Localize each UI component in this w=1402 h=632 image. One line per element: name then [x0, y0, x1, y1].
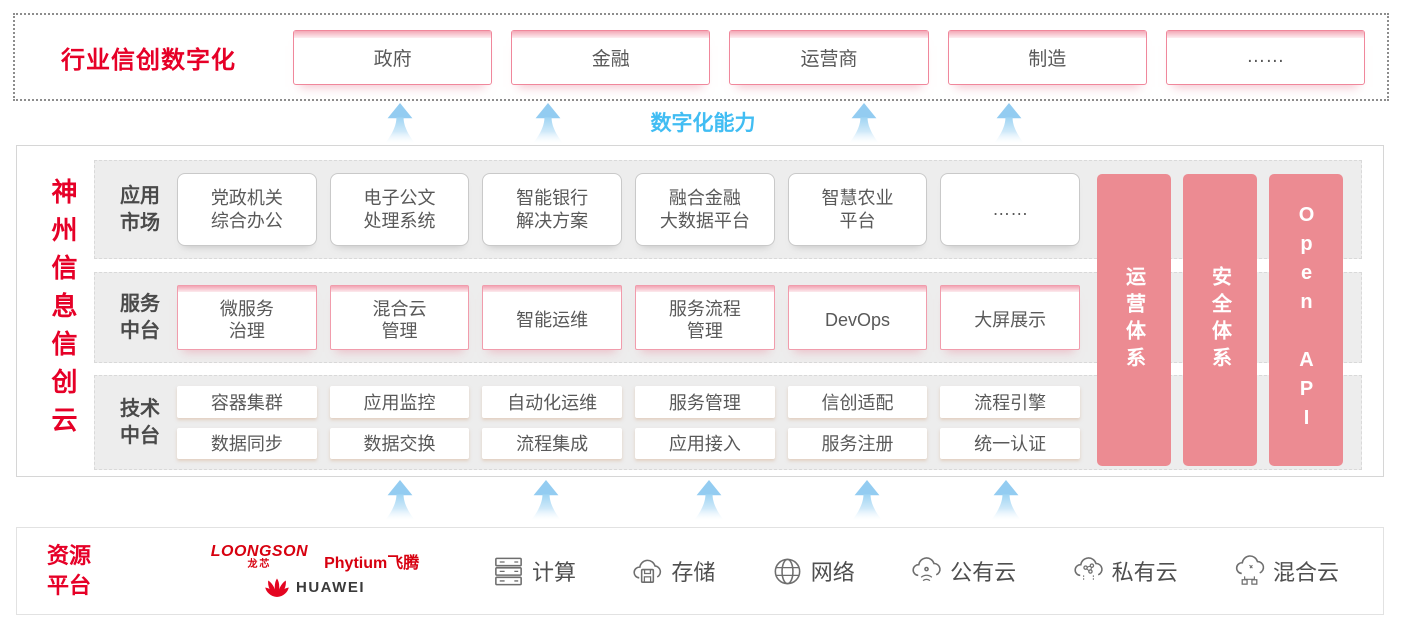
- resource-item-label: 私有云: [1111, 560, 1178, 585]
- service-box: 智能运维: [482, 285, 623, 350]
- resource-item-label: 网络: [810, 560, 855, 585]
- up-arrow-icon: [385, 480, 415, 521]
- up-arrow-icon: [852, 480, 882, 521]
- resource-item-label: 公有云: [950, 560, 1017, 585]
- app-box: 智能银行 解决方案: [482, 173, 623, 246]
- tech-box: 应用接入: [635, 427, 775, 459]
- resource-item-compute: 计算: [491, 554, 576, 589]
- pillar-security: 安全体系: [1183, 174, 1257, 466]
- pillar-operations: 运营体系: [1097, 174, 1171, 466]
- resource-items: 计算 存储: [491, 554, 1339, 589]
- row-label-app-market: 应用 市场: [120, 184, 160, 234]
- pillar-text: Open API: [1295, 204, 1318, 436]
- resource-platform-panel: 资源 平台 LOONGSON 龙芯 Phytium飞腾: [16, 527, 1384, 615]
- vendor-row: LOONGSON 龙芯 Phytium飞腾: [210, 542, 420, 573]
- industry-box-more: ……: [1165, 29, 1366, 85]
- cloud-platform-panel: 神州信息信创云 应用 市场 党政机关 综合办公 电子公文 处理系统 智能银行 解…: [16, 145, 1384, 477]
- digital-capability-label: 数字化能力: [650, 112, 756, 135]
- up-arrow-icon: [994, 103, 1024, 144]
- service-box: 微服务 治理: [177, 285, 317, 350]
- tech-box: 容器集群: [177, 386, 317, 418]
- pillar-text: 运营体系: [1122, 266, 1145, 374]
- industry-box-telecom: 运营商: [729, 29, 929, 85]
- service-box: DevOps: [787, 285, 928, 350]
- tech-box: 流程引擎: [940, 386, 1080, 418]
- huawei-logo: HUAWEI: [265, 578, 365, 598]
- industry-box-government: 政府: [293, 29, 493, 85]
- up-arrow-icon: [694, 480, 724, 521]
- huawei-wordmark: HUAWEI: [296, 579, 365, 596]
- tech-box: 服务注册: [787, 427, 928, 459]
- up-arrow-icon: [991, 480, 1021, 521]
- network-icon: [770, 554, 805, 589]
- tech-box: 流程集成: [482, 427, 622, 459]
- pillar-text: 安全体系: [1208, 266, 1231, 374]
- resource-item-private-cloud: 私有云: [1071, 554, 1178, 589]
- row-label-tech: 技术 中台: [120, 397, 160, 447]
- app-box: 融合金融 大数据平台: [635, 173, 775, 246]
- app-box: 党政机关 综合办公: [177, 173, 317, 246]
- app-box-more: ……: [940, 173, 1081, 246]
- pillar-open-api: Open API: [1269, 174, 1343, 466]
- platform-vertical-title: 神州信息信创云: [48, 178, 78, 444]
- huawei-flower-icon: [265, 578, 289, 597]
- row-tech-platform: 技术 中台 容器集群 应用监控 自动化运维 服务管理 信创适配 流程引擎 数据同…: [94, 375, 1362, 470]
- resource-item-storage: 存储: [630, 554, 715, 589]
- tech-box: 应用监控: [329, 386, 470, 418]
- resource-item-hybrid-cloud: 混合云: [1232, 554, 1339, 589]
- up-arrow-icon: [533, 103, 563, 144]
- vendor-logos: LOONGSON 龙芯 Phytium飞腾 HUAWEI: [185, 542, 445, 598]
- up-arrow-icon: [849, 103, 879, 144]
- compute-icon: [491, 554, 526, 589]
- hybrid-cloud-icon: [1232, 554, 1267, 589]
- tech-box: 数据交换: [329, 427, 470, 459]
- loongson-cn-label: 龙芯: [247, 558, 272, 570]
- app-box: 智慧农业 平台: [787, 173, 928, 246]
- industry-banner: 行业信创数字化 政府 金融 运营商 制造 ……: [13, 13, 1389, 101]
- service-box: 混合云 管理: [329, 285, 470, 350]
- tech-boxes: 容器集群 应用监控 自动化运维 服务管理 信创适配 流程引擎 数据同步 数据交换…: [177, 386, 1080, 459]
- phytium-logo: Phytium飞腾: [324, 554, 420, 572]
- app-market-boxes: 党政机关 综合办公 电子公文 处理系统 智能银行 解决方案 融合金融 大数据平台…: [177, 173, 1081, 246]
- row-label-service: 服务 中台: [120, 292, 160, 342]
- resource-item-label: 混合云: [1272, 560, 1339, 585]
- tech-box: 自动化运维: [482, 386, 622, 418]
- app-box: 电子公文 处理系统: [329, 173, 470, 246]
- banner-title: 行业信创数字化: [61, 46, 236, 74]
- public-cloud-icon: [909, 554, 944, 589]
- resource-item-public-cloud: 公有云: [909, 554, 1016, 589]
- loongson-logo: LOONGSON 龙芯: [210, 542, 309, 570]
- resource-item-label: 计算: [532, 560, 577, 585]
- service-boxes: 微服务 治理 混合云 管理 智能运维 服务流程 管理 DevOps 大屏展示: [177, 285, 1081, 350]
- industry-box-manufacturing: 制造: [947, 29, 1147, 85]
- pillar-bars: 运营体系 安全体系 Open API: [1097, 174, 1343, 466]
- loongson-wordmark: LOONGSON: [210, 542, 309, 560]
- service-box: 服务流程 管理: [635, 285, 775, 350]
- resource-item-label: 存储: [671, 560, 716, 585]
- tech-box: 数据同步: [177, 427, 317, 459]
- industry-box-list: 政府 金融 运营商 制造 ……: [293, 29, 1366, 85]
- tech-box: 服务管理: [635, 386, 775, 418]
- tech-box: 统一认证: [940, 427, 1080, 459]
- industry-box-finance: 金融: [511, 29, 711, 85]
- private-cloud-icon: [1071, 554, 1106, 589]
- service-box: 大屏展示: [940, 285, 1081, 350]
- up-arrow-icon: [531, 480, 561, 521]
- resource-item-network: 网络: [770, 554, 855, 589]
- storage-icon: [630, 554, 665, 589]
- resource-title: 资源 平台: [47, 543, 92, 598]
- up-arrow-icon: [385, 103, 415, 144]
- tech-box: 信创适配: [787, 386, 928, 418]
